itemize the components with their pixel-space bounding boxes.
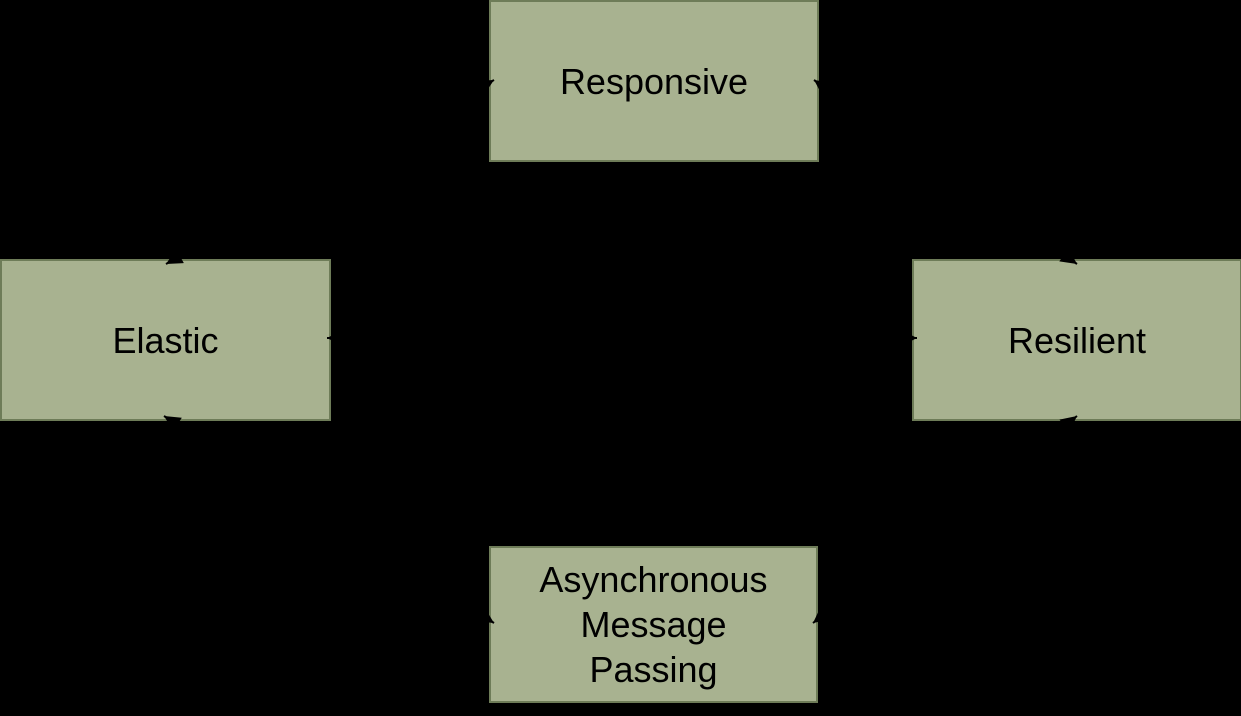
node-resilient: Resilient [912,259,1241,421]
arrow-elastic-message-passing [163,415,495,624]
arrow-responsive-resilient [813,79,1078,265]
arrow-resilient-message-passing [812,415,1078,624]
node-message-passing-label: Passing [589,649,718,690]
node-resilient-label: Resilient [1007,319,1147,361]
arrow-elastic-responsive [165,79,495,265]
node-message-passing-label: Message [580,604,727,645]
node-message-passing-label: Asynchronous [539,559,768,600]
node-responsive: Responsive [489,0,819,162]
node-elastic: Elastic [0,259,331,421]
node-responsive-label: Responsive [559,60,749,102]
node-elastic-label: Elastic [112,319,219,361]
